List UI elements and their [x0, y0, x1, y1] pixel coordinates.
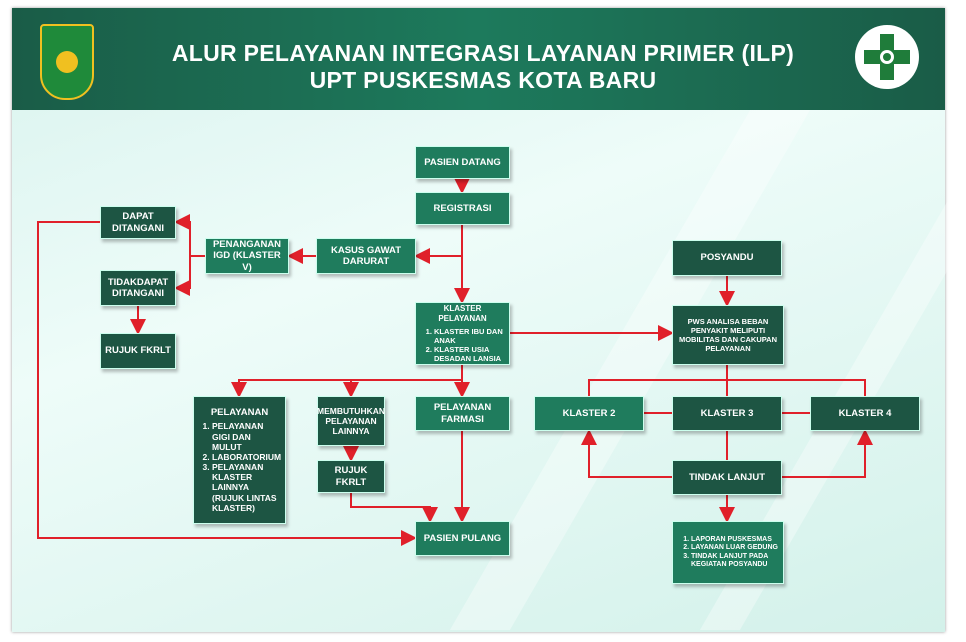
node-membutuhkan-pelayanan-lainnya: MEMBUTUHKAN PELAYANAN LAINNYA	[317, 396, 385, 446]
list-item: KLASTER USIA DESADAN LANSIA	[434, 345, 505, 363]
node-klaster-3: KLASTER 3	[672, 396, 782, 431]
node-dapat-ditangani: DAPAT DITANGANI	[100, 206, 176, 239]
header-band	[12, 8, 945, 110]
list-item: LABORATORIUM	[212, 452, 281, 462]
node-tidak-dapat-ditangani: TIDAKDAPAT DITANGANI	[100, 270, 176, 306]
node-penanganan-igd: PENANGANAN IGD (KLASTER V)	[205, 238, 289, 274]
regional-emblem-logo	[40, 24, 94, 100]
klaster-pelayanan-title: KLASTER PELAYANAN	[438, 304, 487, 323]
node-pelayanan-farmasi: PELAYANAN FARMASI	[415, 396, 510, 431]
node-pws: PWS ANALISA BEBAN PENYAKIT MELIPUTI MOBI…	[672, 305, 784, 365]
node-klaster-pelayanan: KLASTER PELAYANAN KLASTER IBU DAN ANAKKL…	[415, 302, 510, 365]
node-pasien-pulang: PASIEN PULANG	[415, 521, 510, 556]
node-kasus-gawat-darurat: KASUS GAWAT DARURAT	[316, 238, 416, 274]
list-item: PELAYANAN KLASTER LAINNYA (RUJUK LINTAS …	[212, 462, 281, 513]
node-posyandu: POSYANDU	[672, 240, 782, 276]
puskesmas-logo	[855, 25, 919, 89]
node-pelayanan: PELAYANAN PELAYANAN GIGI DAN MULUTLABORA…	[193, 396, 286, 524]
node-rujuk-fkrlt: RUJUK FKRLT	[100, 333, 176, 369]
node-pasien-datang: PASIEN DATANG	[415, 146, 510, 179]
list-item: LAYANAN LUAR GEDUNG	[691, 544, 779, 552]
list-item: TINDAK LANJUT PADA KEGIATAN POSYANDU	[691, 553, 779, 570]
node-klaster-2: KLASTER 2	[534, 396, 644, 431]
node-rujuk-fkrlt: RUJUK FKRLT	[317, 460, 385, 493]
list-item: PELAYANAN GIGI DAN MULUT	[212, 421, 281, 452]
page-title: ALUR PELAYANAN INTEGRASI LAYANAN PRIMER …	[171, 40, 795, 66]
node-klaster-4: KLASTER 4	[810, 396, 920, 431]
page-subtitle: UPT PUSKESMAS KOTA BARU	[309, 67, 657, 93]
pelayanan-title: PELAYANAN	[210, 406, 269, 418]
node-registrasi: REGISTRASI	[415, 192, 510, 225]
list-item: LAPORAN PUSKESMAS	[691, 536, 779, 544]
node-laporan: LAPORAN PUSKESMASLAYANAN LUAR GEDUNGTIND…	[672, 521, 784, 584]
node-tindak-lanjut: TINDAK LANJUT	[672, 460, 782, 495]
list-item: KLASTER IBU DAN ANAK	[434, 327, 505, 345]
